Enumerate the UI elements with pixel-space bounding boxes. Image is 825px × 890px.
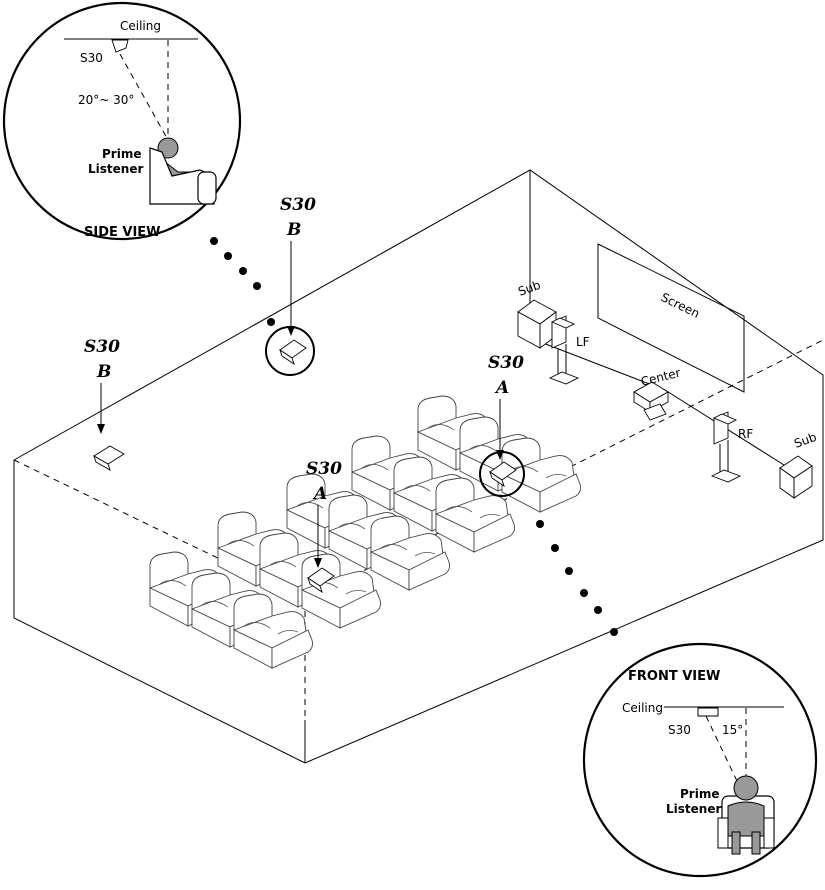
theater-seat — [500, 437, 581, 513]
side-speaker-label: S30 — [80, 51, 103, 65]
front-listener-line1: Prime — [680, 787, 719, 801]
front-listener-line2: Listener — [666, 802, 721, 816]
theater-seat — [369, 515, 450, 591]
screen-label: Screen — [659, 290, 702, 321]
theater-seat — [434, 477, 515, 553]
sub-left: Sub — [516, 278, 557, 349]
rf-speaker: RF — [710, 411, 753, 483]
s30-a-front-tag: S30 — [488, 353, 524, 373]
side-view-title: SIDE VIEW — [84, 225, 161, 240]
s30-a-front-letter: A — [494, 378, 509, 398]
s30-b-side-tag: S30 — [280, 195, 316, 215]
rf-label: RF — [738, 427, 753, 441]
s30-b-rear-letter: B — [96, 362, 111, 382]
s30-a-front: S30 A — [479, 353, 525, 497]
s30-a-mid-letter: A — [312, 484, 327, 504]
side-ceiling-label: Ceiling — [120, 19, 161, 33]
front-ceiling-label: Ceiling — [622, 701, 663, 715]
side-angle-label: 20°~ 30° — [78, 93, 134, 107]
front-view-connector — [536, 520, 618, 636]
lf-label: LF — [576, 335, 590, 349]
front-angle-label: 15° — [722, 723, 743, 737]
s30-a-mid: S30 A — [306, 459, 342, 594]
s30-b-side-letter: B — [286, 220, 301, 240]
side-view-connector — [210, 237, 275, 326]
lf-speaker: LF — [548, 315, 590, 385]
center-speaker: Center — [633, 366, 682, 421]
front-speaker-label: S30 — [668, 723, 691, 737]
side-listener-line2: Listener — [88, 162, 143, 176]
front-view-title: FRONT VIEW — [628, 669, 720, 684]
s30-a-mid-tag: S30 — [306, 459, 342, 479]
sub-right: Sub — [779, 430, 818, 499]
front-view-inset: FRONT VIEW Ceiling S30 15° Prime Listene… — [582, 642, 818, 878]
side-listener-line1: Prime — [102, 147, 141, 161]
theater-seat — [232, 593, 313, 669]
sub-right-label: Sub — [792, 430, 818, 451]
s30-b-side: S30 B — [265, 195, 316, 376]
s30-b-rear-tag: S30 — [84, 337, 120, 357]
theater-seat — [300, 553, 381, 629]
s30-b-rear: S30 B — [84, 337, 125, 471]
theater-seats — [148, 395, 581, 669]
side-view-inset: Ceiling S30 20°~ 30° Prime Listener SIDE… — [2, 1, 242, 241]
sub-left-label: Sub — [516, 278, 542, 299]
center-label: Center — [639, 366, 682, 389]
